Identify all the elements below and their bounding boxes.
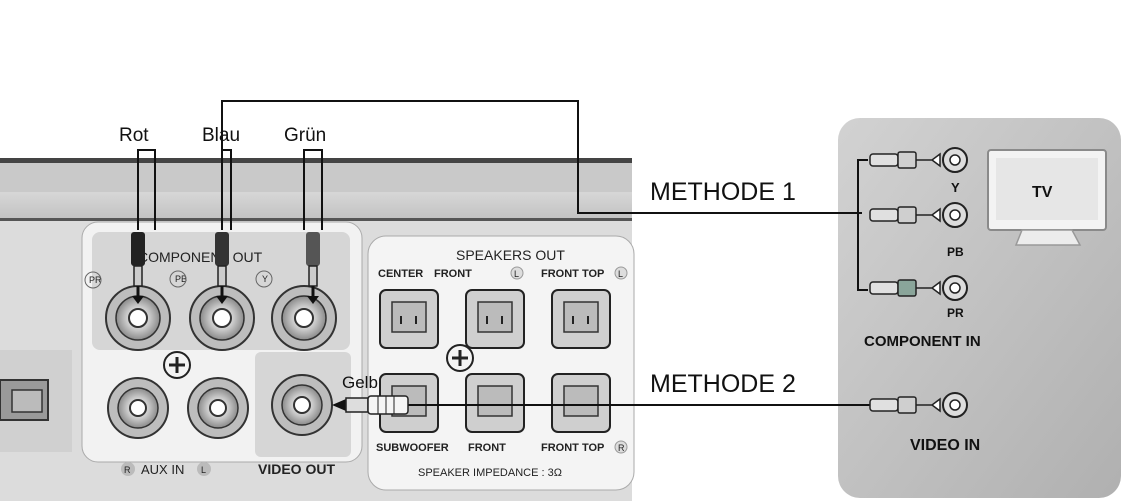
front-top-r-label: FRONT TOP bbox=[541, 442, 604, 454]
front-l-label: FRONT bbox=[434, 268, 472, 280]
cable-label-blue: Blau bbox=[202, 125, 240, 146]
method-2-label: METHODE 2 bbox=[650, 370, 796, 398]
tv-component-in-pr-jack[interactable] bbox=[942, 275, 968, 301]
component-out-y-jack[interactable] bbox=[271, 285, 337, 351]
component-out-pb-jack[interactable] bbox=[189, 285, 255, 351]
plug-yellow bbox=[332, 395, 409, 415]
front-r-label: FRONT bbox=[468, 442, 506, 454]
impedance-label: SPEAKER IMPEDANCE : 3Ω bbox=[418, 467, 562, 479]
blue-cable-loop bbox=[222, 149, 232, 230]
tv-icon bbox=[987, 149, 1107, 246]
component-cables bbox=[137, 100, 870, 406]
tv-video-in-jack[interactable] bbox=[942, 392, 968, 418]
aux-in-r-jack[interactable] bbox=[107, 377, 169, 439]
plug-blue bbox=[215, 232, 229, 304]
aux-r-mark: R bbox=[124, 465, 131, 475]
aux-in-label: AUX IN bbox=[141, 462, 184, 477]
cable-label-red: Rot bbox=[119, 125, 149, 146]
tv-cable-bracket bbox=[857, 159, 868, 291]
tv-component-in-y-jack[interactable] bbox=[942, 147, 968, 173]
front-top-l-mark: L bbox=[618, 269, 623, 279]
tv-y-label: Y bbox=[951, 180, 960, 195]
center-label: CENTER bbox=[378, 268, 423, 280]
speaker-terminal-front-top-l[interactable] bbox=[551, 289, 611, 349]
jack-pb-label: PB bbox=[175, 274, 187, 284]
aux-l-mark: L bbox=[201, 465, 206, 475]
speaker-terminal-front-r[interactable] bbox=[465, 373, 525, 433]
front-top-r-mark: R bbox=[618, 443, 625, 453]
screw-icon bbox=[163, 351, 191, 379]
front-l-mark: L bbox=[514, 269, 519, 279]
tv-plug-pr bbox=[869, 279, 941, 297]
component-out-label: COMPONENT OUT bbox=[138, 249, 263, 265]
tv-label: TV bbox=[1032, 184, 1053, 201]
component-in-label: COMPONENT IN bbox=[864, 333, 981, 350]
speakers-out-label: SPEAKERS OUT bbox=[456, 247, 565, 263]
tv-component-in-pb-jack[interactable] bbox=[942, 202, 968, 228]
method-1-label: METHODE 1 bbox=[650, 178, 796, 206]
red-cable bbox=[137, 149, 156, 230]
front-top-l-label: FRONT TOP bbox=[541, 268, 604, 280]
plug-green bbox=[306, 232, 320, 304]
tv-pr-label: PR bbox=[947, 306, 964, 320]
tv-plug-y bbox=[869, 151, 941, 169]
tv-plug-pb bbox=[869, 206, 941, 224]
speakers-out-block: SPEAKERS OUT CENTER FRONT FRONT TOP L L bbox=[367, 235, 635, 491]
plug-red bbox=[131, 232, 145, 304]
jack-y-label: Y bbox=[262, 274, 268, 284]
subwoofer-label: SUBWOOFER bbox=[376, 442, 449, 454]
video-out-label: VIDEO OUT bbox=[258, 461, 335, 477]
screw-icon bbox=[446, 344, 474, 372]
blue-cable-main bbox=[221, 100, 862, 230]
aux-in-l-jack[interactable] bbox=[187, 377, 249, 439]
speaker-terminal-center[interactable] bbox=[379, 289, 439, 349]
video-out-jack[interactable] bbox=[271, 374, 333, 436]
jack-pr-label: PR bbox=[89, 275, 102, 285]
tv-panel: TV Y PB PR COMPONENT IN VIDEO IN bbox=[838, 118, 1121, 498]
green-cable bbox=[303, 149, 323, 230]
tv-pb-label: PB bbox=[947, 245, 964, 259]
speaker-terminal-front-l[interactable] bbox=[465, 289, 525, 349]
tv-plug-video bbox=[869, 396, 941, 414]
component-out-pr-jack[interactable] bbox=[105, 285, 171, 351]
cable-label-yellow: Gelb bbox=[342, 373, 378, 392]
video-in-label: VIDEO IN bbox=[910, 437, 980, 454]
cable-label-green: Grün bbox=[284, 125, 326, 146]
speaker-terminal-front-top-r[interactable] bbox=[551, 373, 611, 433]
